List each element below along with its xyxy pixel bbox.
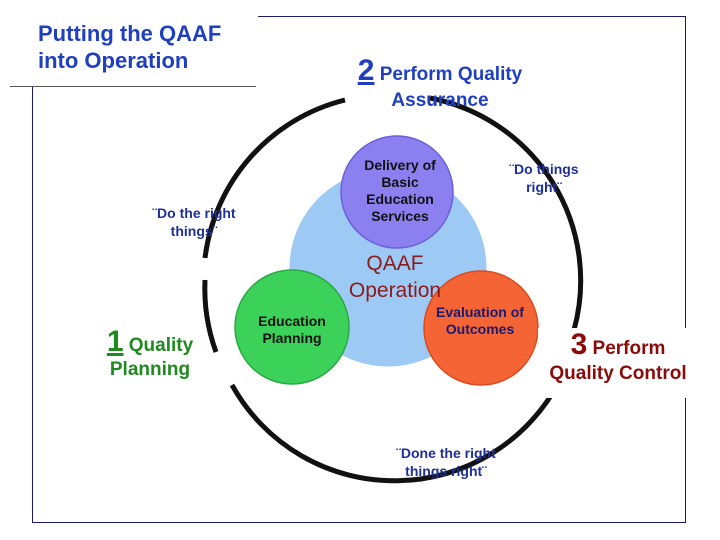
step-2-number: 2 (357, 54, 375, 87)
step-3-number: 3 (570, 328, 588, 361)
ring-arc-top (202, 97, 346, 259)
step-1-text-a: Quality (128, 335, 194, 356)
quote-things-right: ¨Do things right¨ (509, 161, 579, 195)
step-3-text: Perform Quality Control (549, 338, 687, 384)
step-1-number: 1 (106, 325, 124, 358)
slide-frame (32, 16, 686, 523)
education-planning-circle (234, 269, 350, 385)
ring-arc-right (429, 95, 584, 331)
step-3-label: 3 Perform Quality Control (548, 330, 688, 386)
title-divider (10, 86, 256, 87)
page-title: Putting the QAAF into Operation (38, 21, 222, 73)
step-3-backdrop (538, 328, 686, 398)
step-2-text: Perform Quality Assurance (379, 64, 523, 111)
step-1-label: 1 Quality Planning (80, 327, 220, 382)
title-box (10, 0, 258, 86)
quote-right-things: ¨Do the right things¨ (152, 205, 236, 239)
step-2-label: 2 Perform Quality Assurance (330, 56, 550, 114)
delivery-circle (340, 135, 454, 249)
quote-done-right: ¨Done the right things right¨ (396, 445, 496, 479)
ring-arc-bottom (229, 378, 563, 484)
evaluation-label: Evaluation of Outcomes (436, 304, 524, 337)
ring-arc-left (202, 279, 219, 353)
education-planning-label: Education Planning (258, 313, 326, 346)
delivery-circle-label: Delivery of Basic Education Services (364, 157, 436, 224)
qaaf-operation-label: QAAF Operation (348, 252, 442, 302)
step-1-text-b: Planning (109, 359, 191, 380)
